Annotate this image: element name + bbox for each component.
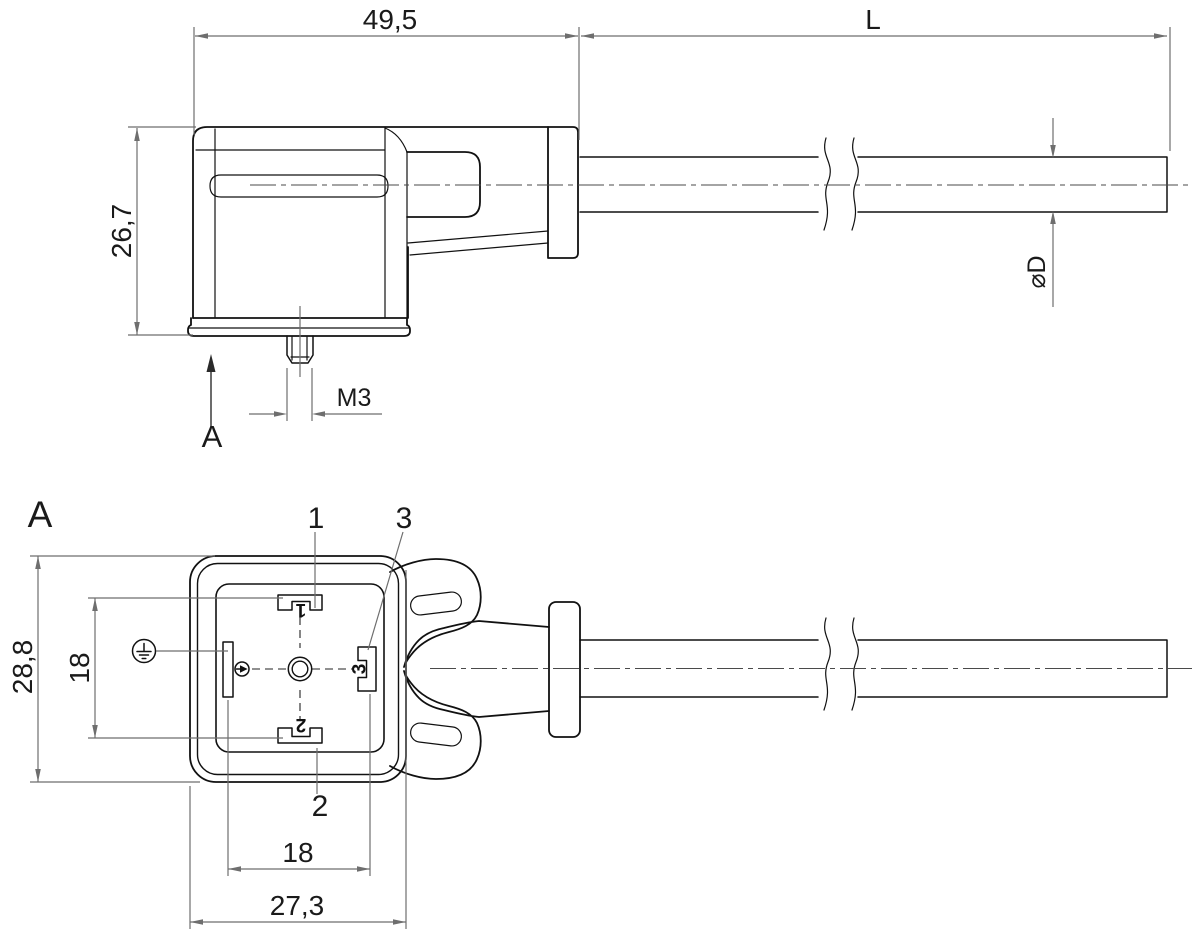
- dimension-pin-pitch-horizontal: 18: [227, 694, 371, 876]
- dimension-cable-diameter: ⌀D: [1023, 118, 1056, 307]
- dim-height-label: 26,7: [106, 204, 137, 259]
- dim-pin-pitch-horizontal-label: 18: [282, 837, 313, 868]
- ground-contact-slot: [222, 641, 234, 698]
- cable-face: [579, 617, 1168, 711]
- body-groove: [209, 174, 389, 198]
- cable-gland-flange-side: [547, 126, 579, 259]
- dim-width-connector-label: 49,5: [363, 4, 418, 35]
- contact-2: 2: [277, 714, 323, 744]
- dim-height-outer-label: 28,8: [7, 640, 38, 695]
- gland-neck-side: [407, 230, 549, 256]
- leader-label-1: 1: [308, 502, 325, 535]
- break-line-icon: [851, 137, 859, 231]
- dim-pin-pitch-vertical-label: 18: [64, 652, 95, 683]
- view-arrow-label: A: [202, 419, 223, 454]
- view-arrow-icon: [206, 354, 216, 372]
- dim-thread-label: M3: [337, 384, 372, 412]
- contact-leaders: 1 3 2: [308, 502, 413, 823]
- contact-face: [215, 583, 385, 753]
- contact-2-number: 2: [296, 714, 307, 735]
- dimension-width-connector: 49,5: [193, 4, 580, 140]
- leader-label-3: 3: [396, 502, 413, 535]
- view-a-title: A: [28, 494, 53, 535]
- dimension-width-outer: 27,3: [189, 570, 407, 929]
- break-line-icon: [851, 617, 859, 711]
- wing-slot: [410, 591, 462, 616]
- dim-width-outer-label: 27,3: [270, 890, 325, 921]
- contact-1: 1: [277, 594, 323, 620]
- wing-slot: [410, 722, 462, 747]
- contact-3-number: 3: [350, 664, 371, 675]
- dimension-thread: M3: [249, 368, 382, 421]
- dimension-height: 26,7: [106, 126, 196, 336]
- dim-cable-length-label: L: [865, 4, 881, 35]
- view-a: A: [7, 494, 1192, 929]
- break-line-icon: [823, 617, 831, 711]
- earth-ground-icon: [131, 638, 228, 664]
- contact-crosshair: [252, 617, 352, 721]
- cable-gland-flange-face: [548, 601, 581, 738]
- polarity-arrow-icon: [234, 661, 250, 677]
- latch-wings: [389, 558, 550, 780]
- side-view: 49,5 L 26,7 M3 A ⌀D: [106, 4, 1192, 454]
- connector-skirt: [187, 317, 411, 337]
- dim-cable-diameter-label: ⌀D: [1023, 255, 1051, 288]
- dimension-cable-length: L: [581, 4, 1171, 151]
- contact-3: 3: [350, 646, 377, 692]
- break-line-icon: [823, 137, 831, 231]
- view-direction-arrow: A: [202, 354, 223, 454]
- cable-side: [579, 137, 1168, 231]
- dimension-height-outer: 28,8: [7, 555, 215, 783]
- connector-body-side: [187, 126, 549, 377]
- contact-1-number: 1: [295, 599, 306, 620]
- dimension-pin-pitch-vertical: 18: [64, 597, 283, 739]
- central-screw-hole: [287, 656, 313, 682]
- leader-label-2: 2: [312, 790, 329, 823]
